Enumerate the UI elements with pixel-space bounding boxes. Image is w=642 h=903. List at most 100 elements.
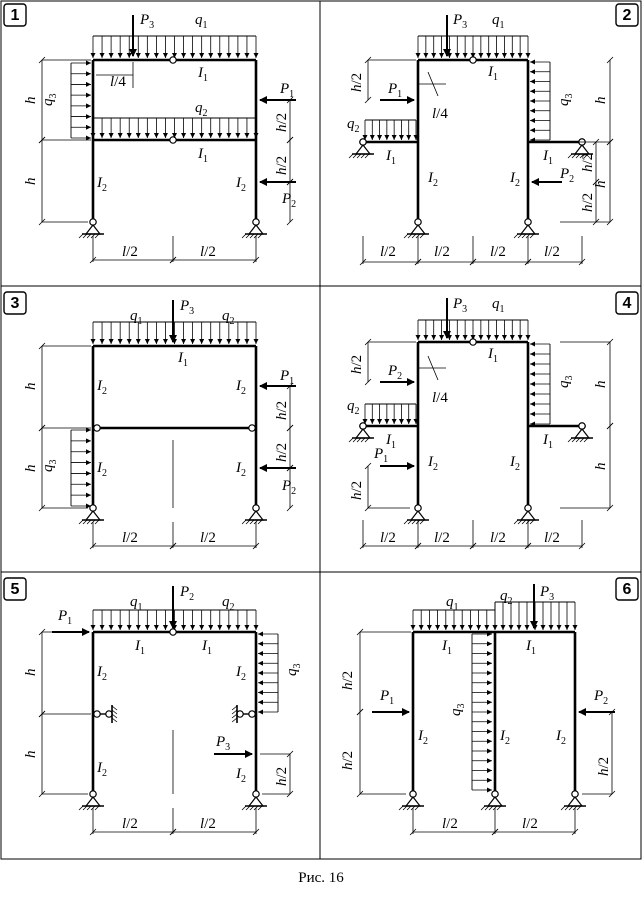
label-I1-left: I1 bbox=[385, 432, 396, 451]
label-letter: h bbox=[593, 463, 609, 471]
label-subscript: 2 bbox=[102, 468, 107, 479]
dim-letter: l bbox=[434, 530, 438, 546]
support-triangle bbox=[486, 796, 504, 807]
support-hatch bbox=[364, 437, 370, 443]
support-triangle bbox=[84, 510, 102, 521]
label-subscript: 1 bbox=[138, 316, 143, 327]
support-hatch bbox=[575, 153, 581, 159]
pin-support bbox=[403, 218, 429, 239]
label-P1: P1 bbox=[379, 688, 394, 707]
label-P2: P2 bbox=[387, 363, 402, 382]
dimension-label: l/2 bbox=[442, 816, 458, 832]
label-letter: I bbox=[96, 460, 103, 476]
label-subscript: 1 bbox=[183, 358, 188, 369]
label-P2: P2 bbox=[281, 478, 296, 497]
label-subscript: 1 bbox=[67, 616, 72, 627]
label-letter: q bbox=[556, 380, 572, 388]
support-triangle bbox=[84, 796, 102, 807]
dim-letter: l bbox=[122, 244, 126, 260]
label-I2-right-bot: I2 bbox=[235, 766, 246, 785]
panel-number: 2 bbox=[615, 3, 639, 27]
label-letter: P bbox=[281, 191, 291, 207]
dim-fraction: /2 bbox=[526, 816, 538, 832]
label-subscript: 3 bbox=[48, 94, 59, 99]
label-letter: q bbox=[556, 98, 572, 106]
label-letter: I bbox=[417, 728, 424, 744]
label-letter: P bbox=[379, 688, 389, 704]
hinge bbox=[169, 136, 177, 144]
support-hatch bbox=[231, 705, 238, 711]
label-letter: P bbox=[387, 363, 397, 379]
dim-fraction: /2 bbox=[438, 530, 450, 546]
support-hatch bbox=[245, 805, 251, 811]
dim-letter: h bbox=[580, 205, 596, 213]
label-subscript: 3 bbox=[292, 664, 303, 669]
dimension-tick bbox=[364, 378, 372, 386]
wall-support bbox=[231, 705, 256, 723]
support-hatch bbox=[513, 233, 519, 239]
distributed-load bbox=[90, 35, 259, 58]
label-subscript: 2 bbox=[355, 124, 360, 135]
label-subscript: 1 bbox=[207, 646, 212, 657]
label-letter: h bbox=[23, 97, 39, 105]
label-subscript: 2 bbox=[241, 386, 246, 397]
support-hatch bbox=[111, 709, 118, 715]
label-P2: P2 bbox=[559, 166, 574, 185]
support-hatch bbox=[411, 233, 417, 239]
support-hatch bbox=[257, 233, 263, 239]
support-hatch bbox=[360, 153, 366, 159]
label-letter: h bbox=[23, 465, 39, 473]
dimension-label: h/2 bbox=[340, 671, 356, 690]
label-I2-left: I2 bbox=[427, 454, 438, 473]
dim-fraction: /2 bbox=[126, 530, 138, 546]
support-hatch bbox=[257, 805, 263, 811]
panel-number-text: 6 bbox=[623, 581, 632, 598]
support-hatch bbox=[567, 437, 573, 443]
dim-letter: l bbox=[380, 244, 384, 260]
label-letter: I bbox=[235, 460, 242, 476]
label-P3: P3 bbox=[452, 296, 467, 315]
support-hatch bbox=[411, 519, 417, 525]
label-q2: q2 bbox=[347, 398, 360, 417]
dim-letter: l bbox=[122, 816, 126, 832]
support-triangle bbox=[247, 510, 265, 521]
label-subscript: 2 bbox=[433, 462, 438, 473]
dimension-tick bbox=[286, 424, 294, 432]
dim-fraction: /2 bbox=[580, 193, 596, 205]
dimension-label: l/2 bbox=[200, 530, 216, 546]
label-letter: I bbox=[235, 378, 242, 394]
panel-grid bbox=[0, 0, 642, 860]
distributed-load bbox=[362, 403, 419, 424]
label-subscript: 1 bbox=[140, 646, 145, 657]
support-hatch bbox=[398, 805, 404, 811]
label-I2-right: I2 bbox=[555, 728, 566, 747]
dimension-label: l/2 bbox=[122, 530, 138, 546]
dimension-label: l/2 bbox=[380, 530, 396, 546]
panel-number: 5 bbox=[3, 577, 27, 601]
dim-letter: l bbox=[200, 244, 204, 260]
support-hatch bbox=[567, 153, 573, 159]
dim-letter: h bbox=[274, 455, 290, 463]
label-letter: q bbox=[130, 594, 138, 610]
support-hatch bbox=[111, 717, 118, 723]
label-subscript: 3 bbox=[462, 20, 467, 31]
support-hatch bbox=[403, 233, 409, 239]
dim-fraction: /2 bbox=[126, 244, 138, 260]
label-letter: P bbox=[179, 584, 189, 600]
label-subscript: 1 bbox=[203, 20, 208, 31]
label-q2: q2 bbox=[222, 594, 235, 613]
label-P1: P1 bbox=[57, 608, 72, 627]
dim-letter: l bbox=[442, 816, 446, 832]
dimension-tick bbox=[286, 382, 294, 390]
support-hatch bbox=[576, 805, 582, 811]
support-triangle bbox=[409, 510, 427, 521]
dimension-label: l/4 bbox=[432, 106, 448, 122]
distributed-load bbox=[90, 321, 259, 344]
label-subscript: 1 bbox=[389, 696, 394, 707]
dim-letter: h bbox=[274, 779, 290, 787]
dim-letter: h bbox=[340, 763, 356, 771]
support-triangle bbox=[354, 144, 372, 155]
label-letter: q bbox=[347, 116, 355, 132]
label-I2-right: I2 bbox=[509, 454, 520, 473]
